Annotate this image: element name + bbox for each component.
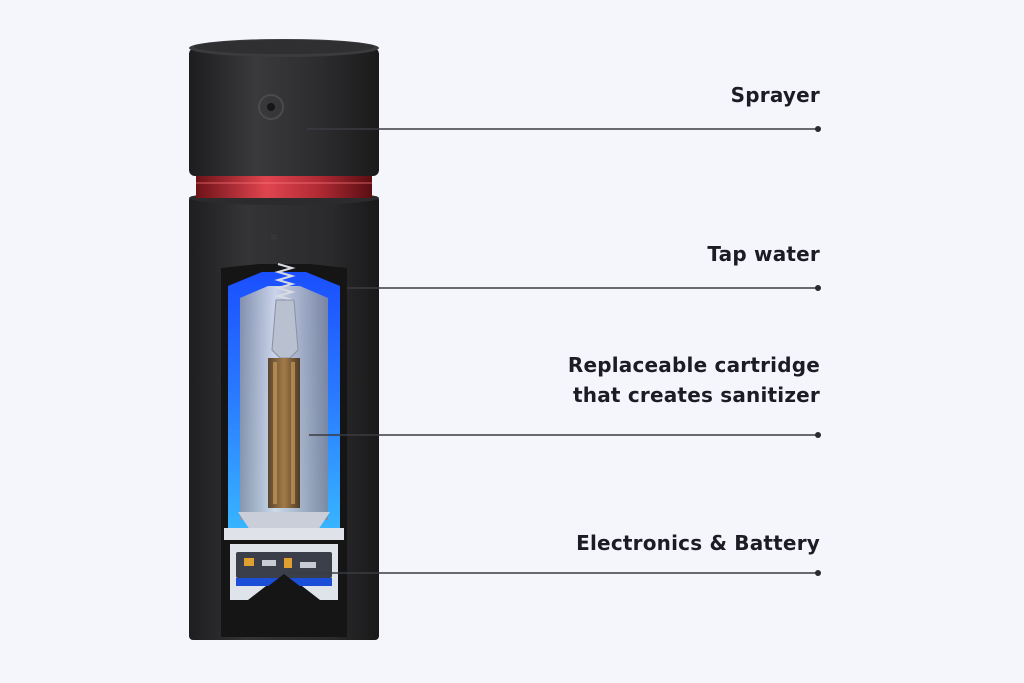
label-cartridge: Replaceable cartridge that creates sanit… <box>567 353 820 407</box>
cutaway-section <box>221 263 347 637</box>
leader-dot-electronics <box>815 570 821 576</box>
spray-nozzle-icon <box>258 94 284 120</box>
spring <box>274 263 296 305</box>
leader-dot-sprayer <box>815 126 821 132</box>
leader-dot-cartridge <box>815 432 821 438</box>
label-electronics: Electronics & Battery <box>576 531 820 555</box>
sprayer-cap <box>189 39 379 176</box>
leader-dots <box>815 126 821 576</box>
electrolysis-cell <box>268 358 300 508</box>
leader-dot-tap-water <box>815 285 821 291</box>
svg-text:≡: ≡ <box>270 233 278 243</box>
label-sprayer: Sprayer <box>730 83 820 107</box>
accent-ring <box>196 174 372 198</box>
label-tap-water: Tap water <box>707 242 820 266</box>
leader-lines <box>290 128 818 574</box>
